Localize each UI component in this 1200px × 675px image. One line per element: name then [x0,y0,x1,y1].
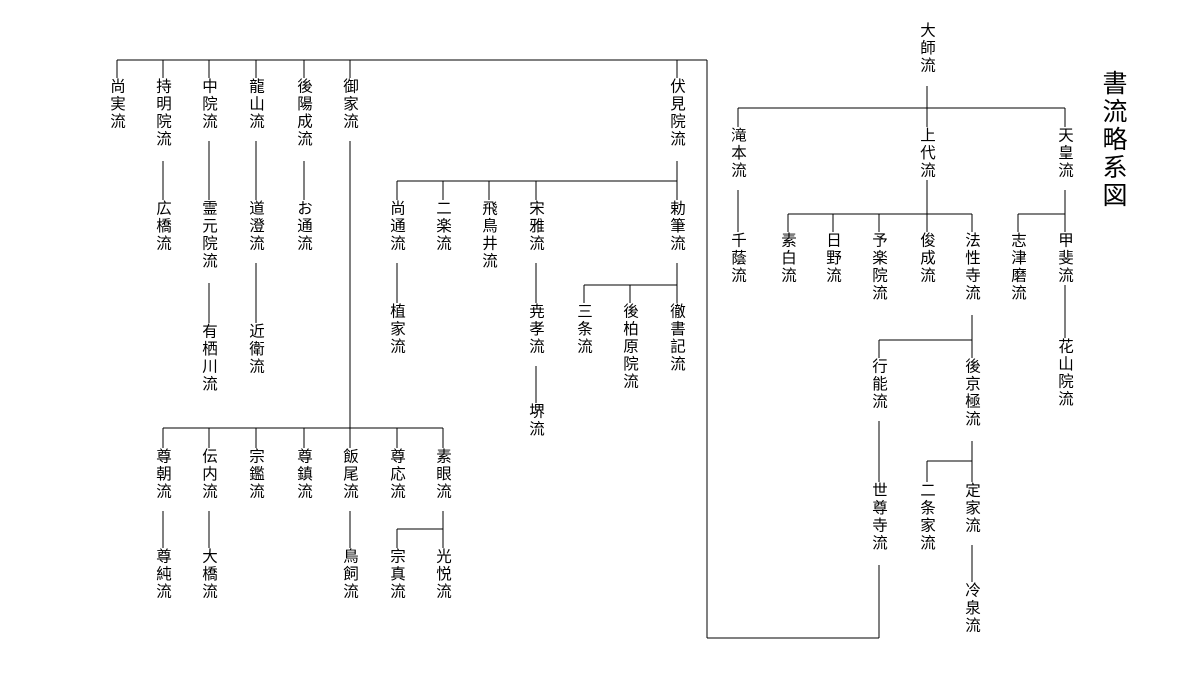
node-nijoke: 二条家流 [917,482,937,552]
node-niraku: 二楽流 [433,200,453,253]
node-sokan: 宗鑑流 [246,448,266,501]
node-sohaku: 素白流 [778,232,798,285]
node-soshin: 宗真流 [387,548,407,601]
node-takimoto: 滝本流 [728,127,748,180]
node-fushimi: 伏見院流 [667,78,687,148]
node-gokashiwabara: 後柏原院流 [620,303,640,391]
node-ueie: 植家流 [387,303,407,356]
node-daishi: 大師流 [917,22,937,75]
node-iio: 飯尾流 [340,448,360,501]
node-tenno: 天皇流 [1055,127,1075,180]
node-sonjun: 尊純流 [153,548,173,601]
node-oie: 御家流 [340,78,360,131]
node-hirohashi: 広橋流 [153,200,173,253]
node-ohashi: 大橋流 [199,548,219,601]
node-sakai: 堺流 [526,403,546,438]
node-sesonji: 世尊寺流 [869,482,889,552]
node-soncho: 尊朝流 [153,448,173,501]
node-kai: 甲斐流 [1055,232,1075,285]
node-michisumi: 道澄流 [246,200,266,253]
node-arisugawa: 有栖川流 [199,323,219,393]
node-tetsusho: 徹書記流 [667,303,687,373]
node-senso: 千蔭流 [728,232,748,285]
node-shunzei: 俊成流 [917,232,937,285]
node-reigenin: 霊元院流 [199,200,219,270]
node-koetsu: 光悦流 [433,548,453,601]
node-gyono: 行能流 [869,358,889,411]
node-dennai: 伝内流 [199,448,219,501]
node-yoraku: 予楽院流 [869,232,889,302]
node-jimyoin: 持明院流 [153,78,173,148]
node-hosshoji: 法性寺流 [962,232,982,302]
node-naomichi: 尚通流 [387,200,407,253]
node-teika: 定家流 [962,482,982,535]
chart-title: 書流略系図 [1099,70,1128,210]
node-sonchin: 尊鎮流 [294,448,314,501]
node-otsu: お通流 [294,200,314,253]
node-kazanin: 花山院流 [1055,338,1075,408]
node-sono: 尊応流 [387,448,407,501]
node-konoe: 近衛流 [246,323,266,376]
node-naozane: 尚実流 [107,78,127,131]
node-asukai: 飛鳥井流 [479,200,499,270]
node-sogan: 素眼流 [433,448,453,501]
node-jodai: 上代流 [917,127,937,180]
node-ukai: 鳥飼流 [340,548,360,601]
node-gokyogoku: 後京極流 [962,358,982,428]
node-shitsuma: 志津磨流 [1008,232,1028,302]
node-reizei: 冷泉流 [962,582,982,635]
connector-group [116,59,1066,639]
node-chuin: 中院流 [199,78,219,131]
node-goyozei: 後陽成流 [294,78,314,148]
node-ryuzan: 龍山流 [246,78,266,131]
node-sanjo: 三条流 [574,303,594,356]
node-hino: 日野流 [823,232,843,285]
node-gyoko: 尭孝流 [526,303,546,356]
node-sogamasa: 宋雅流 [526,200,546,253]
node-chokuhitsu: 勅筆流 [667,200,687,253]
